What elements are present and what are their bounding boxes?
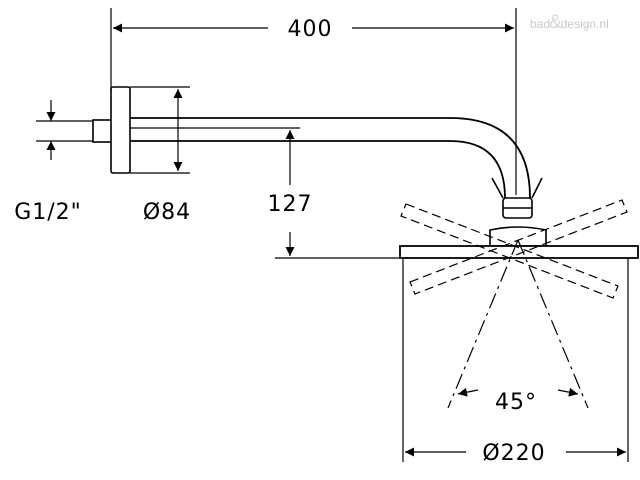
label-flange-diameter: Ø84 [143,200,191,225]
dimension-thread [36,100,94,160]
dimension-arm-length [110,8,517,195]
label-head-diameter: Ø220 [482,441,545,466]
dimension-drop-height [125,127,400,259]
dimension-flange [130,86,190,174]
shower-head-plate [399,245,639,259]
dimension-spray-angle [447,239,589,409]
label-thread: G1/2" [14,200,82,225]
swivel-joint [489,177,547,247]
head-extension-lines [402,258,629,462]
wall-connector [92,86,131,174]
label-spray-angle: 45° [495,390,537,415]
label-drop-height: 127 [268,192,313,217]
tilt-positions [400,199,628,299]
shower-arm [130,117,531,199]
watermark: bad&design.nl [530,12,609,33]
label-arm-length: 400 [288,17,333,42]
